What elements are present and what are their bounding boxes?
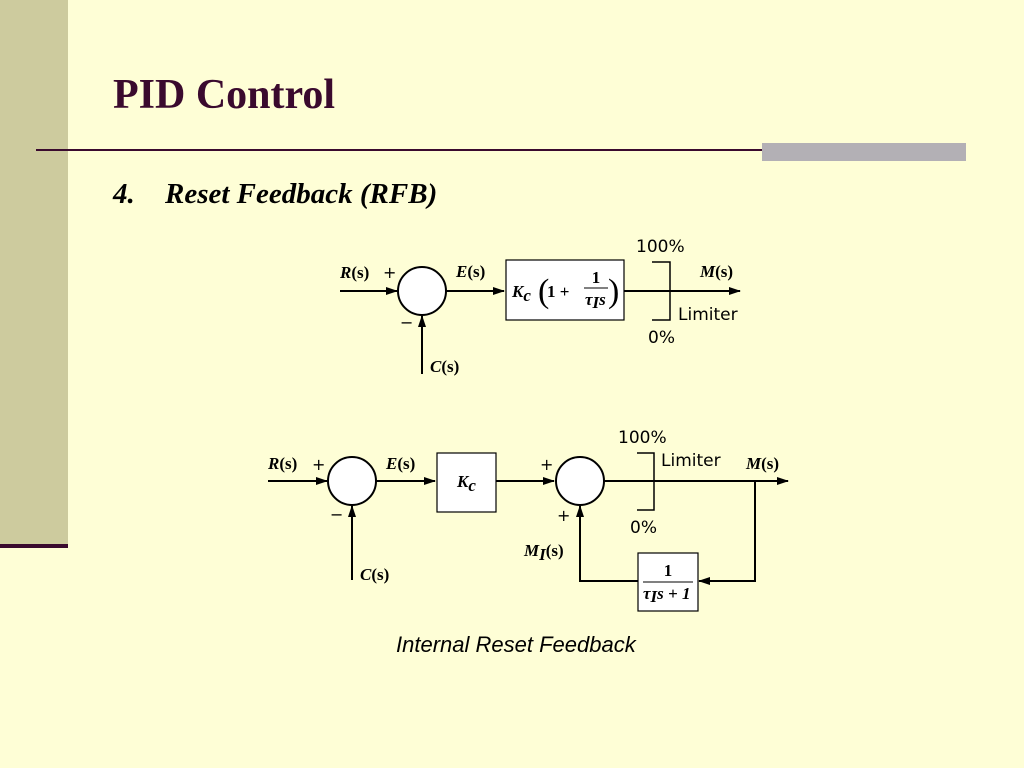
d2-limiter-label: Limiter: [661, 451, 721, 471]
subtitle-text: Reset Feedback (RFB): [165, 178, 438, 210]
sidebar-rule: [0, 544, 68, 548]
d2-lag-numerator: 1: [664, 561, 673, 580]
d2-error-label: E(s): [385, 454, 415, 473]
slide-title: PID Control: [113, 72, 336, 118]
d2-lag-denominator: τIs + 1: [643, 584, 690, 606]
d1-summing-junction: [397, 266, 447, 316]
d1-output-label: M(s): [699, 262, 733, 281]
d2-reset-feedback-path: [698, 481, 756, 585]
d2-feedback-label: C(s): [360, 565, 389, 584]
sidebar-band: [0, 0, 68, 548]
diagram-1-standard-pi: R(s) + − C(s) E(s) Kc ( 1 + 1 τIs ) 100%…: [339, 237, 741, 376]
d1-limiter-low: 0%: [648, 328, 675, 348]
d1-feedback-label: C(s): [430, 357, 459, 376]
diagram-2-internal-reset-feedback: R(s) + − C(s) E(s) Kc + + 100% 0% Limite…: [267, 428, 789, 612]
d2-minus-sign-1: −: [330, 505, 343, 524]
d2-summing-junction-2: [555, 456, 605, 506]
d1-minus-sign: −: [400, 313, 413, 332]
d2-gain-label: Kc: [456, 472, 476, 495]
d2-input-label: R(s): [267, 454, 297, 473]
d2-limiter-bracket: [637, 452, 655, 511]
d2-plus-sign-1: +: [312, 455, 325, 474]
title-accent-bar: [762, 143, 966, 161]
d2-integral-signal-label: MI(s): [523, 541, 564, 564]
d2-plus-sign-3: +: [557, 506, 570, 525]
d1-limiter-high: 100%: [636, 237, 685, 257]
d1-input-label: R(s): [339, 263, 369, 282]
d1-left-paren: (: [538, 273, 549, 310]
d1-error-label: E(s): [455, 262, 485, 281]
d2-limiter-low: 0%: [630, 518, 657, 538]
diagram-caption: Internal Reset Feedback: [396, 632, 636, 657]
d1-fraction-numerator: 1: [592, 268, 601, 287]
d2-gain-block: [436, 452, 497, 513]
subtitle-number: 4.: [113, 178, 135, 210]
d1-one-plus: 1 +: [547, 282, 569, 301]
title-rule: [36, 149, 966, 151]
d1-limiter-bracket: [652, 261, 671, 321]
d1-right-paren: ): [608, 273, 619, 310]
d1-controller-gain: Kc: [511, 282, 531, 305]
d2-integral-feedback-arrow: [576, 505, 638, 582]
d2-summing-junction-1: [327, 456, 377, 506]
d1-plus-sign: +: [383, 263, 396, 282]
d2-limiter-high: 100%: [618, 428, 667, 448]
d1-pi-controller-block: [505, 259, 625, 321]
d1-limiter-label: Limiter: [678, 305, 738, 325]
slide-subtitle: 4. Reset Feedback (RFB): [113, 178, 437, 211]
d2-plus-sign-2: +: [540, 455, 553, 474]
d1-fraction-denominator: τIs: [585, 290, 606, 312]
d2-output-label: M(s): [745, 454, 779, 473]
